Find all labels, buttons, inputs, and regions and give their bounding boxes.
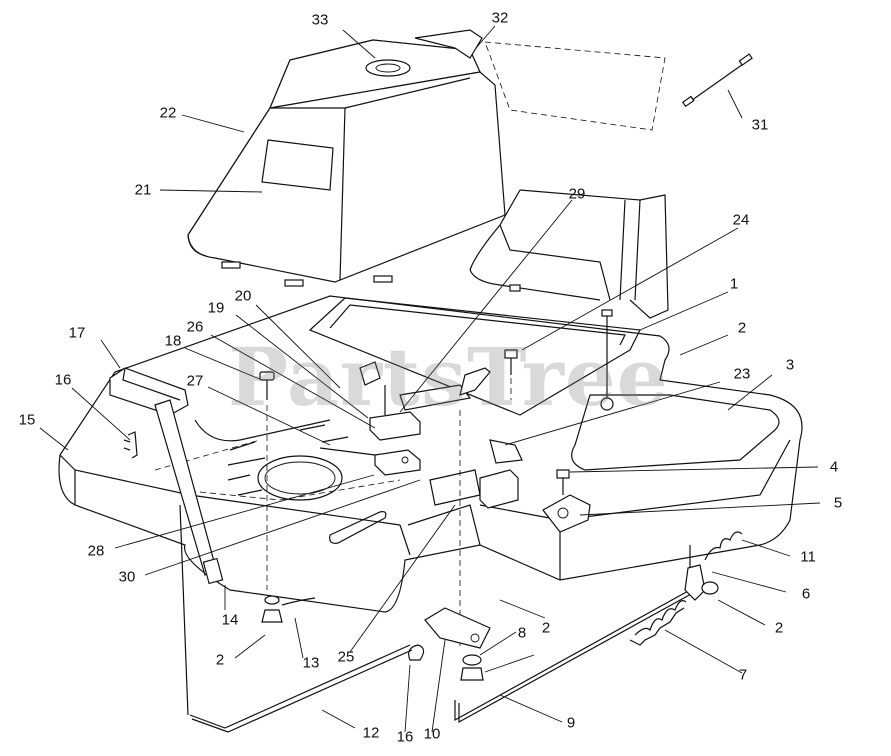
callout-20: 20 <box>234 287 252 305</box>
callout-5: 5 <box>833 494 843 512</box>
callout-30: 30 <box>118 568 136 586</box>
callout-25: 25 <box>337 648 355 666</box>
callout-29: 29 <box>568 185 586 203</box>
callout-6: 6 <box>801 585 811 603</box>
callout-26: 26 <box>186 318 204 336</box>
callout-11: 11 <box>800 548 816 566</box>
callout-2-center: 2 <box>541 619 551 637</box>
callout-33: 33 <box>311 11 329 29</box>
callout-7: 7 <box>738 666 748 684</box>
callout-16-lower: 16 <box>396 728 414 746</box>
callout-17: 17 <box>68 324 86 342</box>
callout-9: 9 <box>566 714 576 732</box>
leader-lines <box>39 25 821 733</box>
callout-2-right: 2 <box>774 619 784 637</box>
fuel-line <box>681 53 753 108</box>
callout-21: 21 <box>134 181 152 199</box>
callout-19: 19 <box>207 299 225 317</box>
callout-28: 28 <box>87 542 105 560</box>
callout-16-upper: 16 <box>54 371 72 389</box>
callout-2-lower-left: 2 <box>215 651 225 669</box>
fuel-gauge-window <box>261 139 334 191</box>
callout-24: 24 <box>732 211 750 229</box>
main-deck <box>58 295 803 613</box>
fuel-tank <box>187 29 666 287</box>
callout-2-upper: 2 <box>737 319 747 337</box>
callout-8: 8 <box>517 624 527 642</box>
deck-hole <box>257 455 343 501</box>
callout-12: 12 <box>362 724 380 742</box>
lever-assembly <box>109 367 224 585</box>
center-components <box>259 284 614 650</box>
rear-panel <box>469 189 669 319</box>
spring <box>629 600 687 646</box>
callout-13: 13 <box>302 654 320 672</box>
callout-1: 1 <box>729 275 739 293</box>
callout-32: 32 <box>491 9 509 27</box>
callout-27: 27 <box>186 372 204 390</box>
callout-23: 23 <box>733 365 751 383</box>
fuel-cap <box>365 59 411 77</box>
callout-31: 31 <box>751 116 769 134</box>
callout-14: 14 <box>221 611 239 629</box>
lower-hardware <box>179 504 743 733</box>
watermark: PartsTree <box>228 330 669 424</box>
callout-3: 3 <box>785 356 795 374</box>
callout-15: 15 <box>18 411 36 429</box>
callout-10: 10 <box>423 725 441 743</box>
callout-18: 18 <box>164 332 182 350</box>
callout-22: 22 <box>159 104 177 122</box>
dashed-assembly-outline <box>484 41 666 131</box>
callout-4: 4 <box>829 458 839 476</box>
